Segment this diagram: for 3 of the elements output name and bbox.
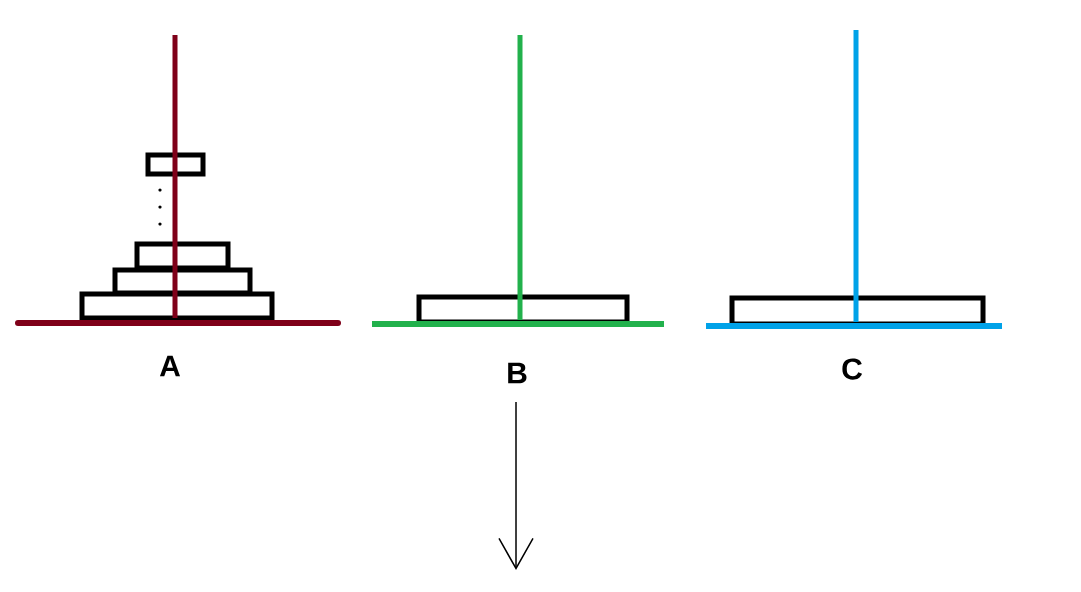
peg-label: A <box>159 355 181 377</box>
peg-label: B <box>508 362 527 384</box>
peg-label: C <box>842 358 862 380</box>
